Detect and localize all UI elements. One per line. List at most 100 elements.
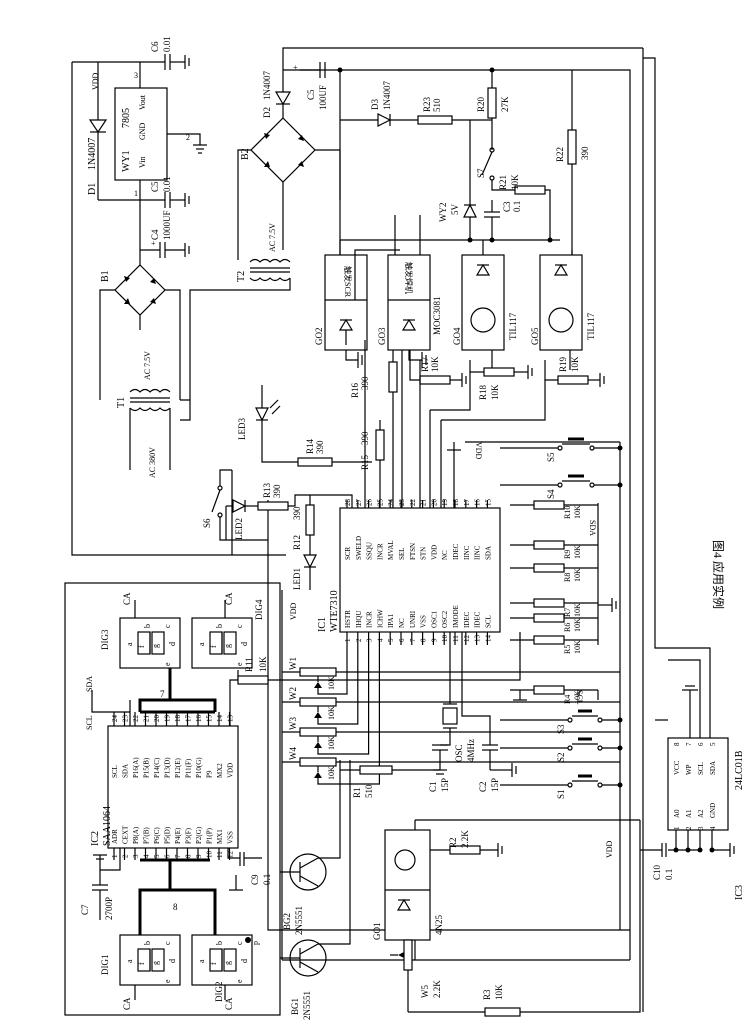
bus-7: 7 xyxy=(160,689,165,699)
ic1-pin-name: IINC xyxy=(463,545,471,560)
regulator-7805 xyxy=(114,87,168,181)
ic3-pin-name: SDA xyxy=(709,761,717,775)
s6-ref: S6 xyxy=(202,518,212,528)
r20-ref: R20 xyxy=(476,96,486,112)
ic2-sda-label: SDA xyxy=(85,676,94,692)
ic1-ref: IC1 xyxy=(317,617,328,632)
led-section: LED3 R14 390 R15 390 R16 390 R17 10K R18… xyxy=(202,340,605,620)
resistor-value: 10K xyxy=(573,690,582,704)
r22-ref: R22 xyxy=(555,147,565,162)
resistor-ref: R5 xyxy=(563,645,572,654)
c4-ref: C4 xyxy=(150,229,160,240)
ic1-pin-num: 3 xyxy=(366,638,374,642)
pot-ref: W2 xyxy=(288,687,298,700)
bg1-ref: BG1 xyxy=(290,998,300,1015)
ic3-pin-name: A2 xyxy=(697,809,705,818)
c2-ref: C2 xyxy=(478,781,488,792)
c5-value: 100UF xyxy=(318,85,328,110)
ic2-pin-name: P11(F) xyxy=(185,758,193,778)
ic1-pin-num: 11 xyxy=(452,635,460,642)
resistor-ref: R7 xyxy=(563,608,572,617)
d2-ref: D2 xyxy=(262,107,272,118)
r17-value: 10K xyxy=(430,356,440,372)
figure-caption: 图4 应用实例 xyxy=(711,540,726,609)
pot-value: 10K xyxy=(327,736,336,750)
ic1-pin-num: 28 xyxy=(344,499,352,507)
ic3-pin-num: 5 xyxy=(709,742,717,746)
r11-value: 10K xyxy=(258,656,268,672)
r18-value: 10K xyxy=(490,384,500,400)
ic2-part: SAA1064 xyxy=(102,806,113,846)
w5-ref: W5 xyxy=(420,985,430,998)
osc-value: 4MHz xyxy=(466,739,476,762)
wy2-value: 5V xyxy=(450,204,460,216)
seg-label-f: f xyxy=(209,645,218,648)
ic1-pin-num: 10 xyxy=(441,635,449,643)
ic2-pin-num: 21 xyxy=(143,715,151,723)
t1-label: AC 7.5V xyxy=(143,351,152,380)
ic1-part: WTE7310 xyxy=(329,590,340,632)
ic1-pin-name: VDD xyxy=(430,545,438,560)
go1-part: 4N25 xyxy=(434,915,444,935)
ac380-label: AC 380V xyxy=(148,447,157,478)
ic2-pin-name: MX2 xyxy=(216,763,224,778)
go4-part: TIL117 xyxy=(508,312,518,340)
ic3-pin-name: A1 xyxy=(685,809,693,818)
r12-value: 390 xyxy=(292,506,302,520)
resistor-value: 10K xyxy=(573,640,582,654)
dig1-ca: CA xyxy=(122,997,132,1010)
r14-ref: R14 xyxy=(305,438,315,454)
ic1-pin-name: SSQU xyxy=(366,542,374,560)
ic1-pin-name: MVAL xyxy=(387,540,395,560)
seg-label-g: g xyxy=(151,961,160,965)
dig1-ref: DIG1 xyxy=(100,955,110,976)
c3-ref: C3 xyxy=(502,201,512,212)
ic1-pin-name: NC xyxy=(441,550,449,560)
ic2-pin-name: P2(G) xyxy=(195,826,203,844)
resistor-value: 10K xyxy=(573,505,582,519)
r1-ref: R3 xyxy=(482,989,492,1000)
resistor-value: 10K xyxy=(573,568,582,582)
pot-value: 10K xyxy=(327,676,336,690)
ic3-pin-num: 1 xyxy=(673,826,681,830)
ic1-pin-name: FTSN xyxy=(409,543,417,560)
ic1-pin-name: IDEC xyxy=(463,611,471,628)
reg-ref: WY1 xyxy=(121,150,132,172)
reg-pin1: 1 xyxy=(134,189,138,198)
bridge-b2 xyxy=(250,117,316,183)
ic1-pin-num: 13 xyxy=(474,635,482,643)
led1-ref: LED1 xyxy=(292,568,302,590)
ic1-pin-num: 21 xyxy=(420,499,428,507)
d3-ref: D3 xyxy=(370,99,380,110)
ic2-pin-name: P4(E) xyxy=(174,827,182,844)
ic2-pin-name: P3(F) xyxy=(185,827,193,844)
c2-value: 15P xyxy=(490,778,500,792)
ic2-pin-num: 19 xyxy=(164,715,172,723)
ic3-pin-name: VCC xyxy=(673,760,681,775)
b1-ref: B1 xyxy=(100,270,111,282)
ic1-pin-num: 6 xyxy=(398,638,406,642)
seg-label-c: c xyxy=(163,941,172,945)
dig2-ref: DIG2 xyxy=(214,982,224,1003)
led3-ref: LED3 xyxy=(237,418,247,440)
vdd-label-top: VDD xyxy=(91,72,100,90)
go1-ref: GO1 xyxy=(372,923,382,941)
ic1-pin-name: IHQU xyxy=(355,611,363,629)
seg-label-c: c xyxy=(163,624,172,628)
seg-label-b: b xyxy=(215,624,224,628)
ic1-pin-name: VSS xyxy=(420,615,428,628)
ic2-pin-name: P16(A) xyxy=(132,757,140,778)
ic3-pin-num: 8 xyxy=(673,742,681,746)
pot-ref: W3 xyxy=(288,717,298,730)
seg-label-a: a xyxy=(125,959,134,963)
ic1-pin-name: OSC2 xyxy=(441,610,449,628)
ic2-pin-num: 12 xyxy=(227,851,235,859)
ic2-pin-num: 8 xyxy=(185,854,193,858)
ic3-pin-num: 4 xyxy=(709,826,717,830)
ic2-pin-num: 7 xyxy=(174,854,182,858)
display-frame xyxy=(64,582,281,1016)
pot-ref: W1 xyxy=(288,657,298,670)
ic3-body xyxy=(667,737,729,831)
c7-value: 2700P xyxy=(104,897,114,920)
